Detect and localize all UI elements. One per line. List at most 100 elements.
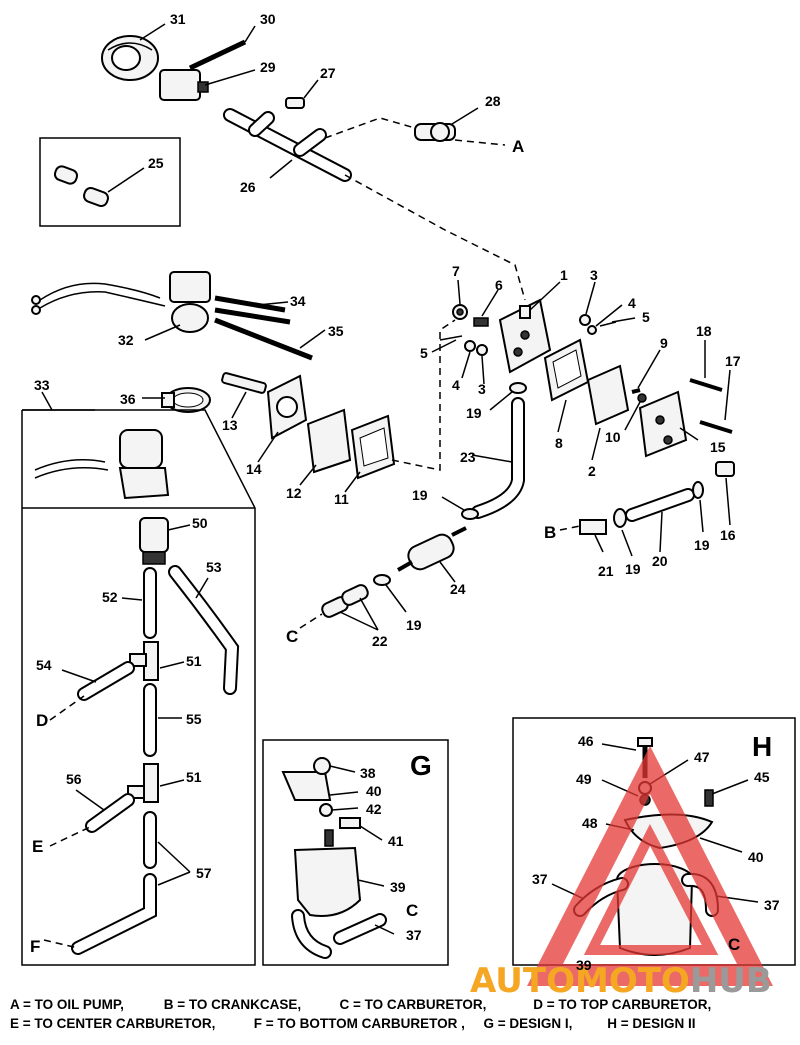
letter-f: F xyxy=(30,937,40,956)
part-19-clip-upper xyxy=(509,382,527,394)
part-17-bolt xyxy=(699,420,733,434)
callout-42: 42 xyxy=(366,801,382,817)
callout-29: 29 xyxy=(260,59,276,75)
part-33-electric-pump xyxy=(34,429,170,500)
callout-35: 35 xyxy=(328,323,344,339)
callout-51-upper: 51 xyxy=(186,653,202,669)
callout-11: 11 xyxy=(334,491,349,507)
callout-50: 50 xyxy=(192,515,208,531)
part-20-hose xyxy=(625,488,695,522)
callout-4-left: 4 xyxy=(452,377,460,393)
part-12-gasket xyxy=(306,408,352,474)
callout-36: 36 xyxy=(120,391,136,407)
legend-b: B = TO CRANKCASE, xyxy=(163,997,302,1012)
watermark-auto: AUTOMOTOHUB xyxy=(470,961,772,1001)
callout-55: 55 xyxy=(186,711,202,727)
part-54-hose xyxy=(77,661,135,701)
part-25-hose-pieces xyxy=(53,165,109,207)
letter-c-h: C xyxy=(728,935,740,954)
part-32-pump-wiring xyxy=(31,271,211,333)
legend-f: F = TO BOTTOM CARBURETOR , xyxy=(253,1016,465,1031)
callout-16: 16 xyxy=(720,527,736,543)
callout-25: 25 xyxy=(148,155,164,171)
callout-10: 10 xyxy=(605,429,621,445)
callout-5-right: 5 xyxy=(642,309,650,325)
legend-g: G = DESIGN I, xyxy=(483,1016,573,1031)
watermark-logo xyxy=(527,745,773,986)
part-29-solenoid xyxy=(159,69,209,101)
callout-19-lower: 19 xyxy=(406,617,422,633)
letter-c-g: C xyxy=(406,901,418,920)
callout-23: 23 xyxy=(460,449,476,465)
callout-19-right: 19 xyxy=(625,561,641,577)
legend-h: H = DESIGN II xyxy=(607,1016,696,1031)
legend: A = TO OIL PUMP, B = TO CRANKCASE, C = T… xyxy=(10,995,790,1033)
callout-27: 27 xyxy=(320,65,336,81)
callout-7: 7 xyxy=(452,263,460,279)
part-28-check-valve xyxy=(414,122,456,142)
legend-c: C = TO CARBURETOR, xyxy=(339,997,487,1012)
callout-3-left: 3 xyxy=(478,381,486,397)
part-50-valve xyxy=(139,517,169,565)
design-g-parts xyxy=(281,757,387,959)
callout-19-far-right: 19 xyxy=(694,537,710,553)
callout-3-top: 3 xyxy=(590,267,598,283)
part-31-ring xyxy=(101,35,159,81)
part-19-clip-lower xyxy=(373,574,391,586)
callout-22: 22 xyxy=(372,633,388,649)
callout-40-h: 40 xyxy=(748,849,764,865)
parts-3-4-5-right xyxy=(579,314,617,335)
part-30-screw xyxy=(188,39,247,71)
part-22-hose-pieces xyxy=(321,584,369,618)
part-9-screw xyxy=(631,388,641,394)
letter-b: B xyxy=(544,523,556,542)
callout-1: 1 xyxy=(560,267,568,283)
callout-5-left: 5 xyxy=(420,345,428,361)
part-6-spring xyxy=(473,317,489,327)
design-h-label: H xyxy=(752,731,772,762)
part-19-clip-right xyxy=(613,508,627,528)
callout-19-middle: 19 xyxy=(412,487,428,503)
parts-34-rods xyxy=(214,295,291,325)
legend-row-2: E = TO CENTER CARBURETOR, F = TO BOTTOM … xyxy=(10,1014,790,1033)
part-1-pump-body xyxy=(498,298,552,374)
callout-57: 57 xyxy=(196,865,212,881)
callout-37-h-left: 37 xyxy=(532,871,548,887)
legend-e: E = TO CENTER CARBURETOR, xyxy=(10,1016,216,1031)
part-10-check-valve xyxy=(637,393,647,403)
design-g-box xyxy=(262,739,449,966)
callout-32: 32 xyxy=(118,332,134,348)
part-36-clamp xyxy=(161,387,211,413)
part-24-inline-filter xyxy=(397,526,467,572)
callout-37-h-right: 37 xyxy=(764,897,780,913)
callout-39-g: 39 xyxy=(390,879,406,895)
legend-d: D = TO TOP CARBURETOR, xyxy=(533,997,712,1012)
part-25-inset-box xyxy=(39,137,181,227)
part-23-hose xyxy=(471,397,525,519)
part-19-clip-far-right xyxy=(692,481,704,499)
part-13-bracket xyxy=(221,372,267,394)
part-57-hoses xyxy=(71,811,157,955)
callout-9: 9 xyxy=(660,335,668,351)
callout-41: 41 xyxy=(388,833,404,849)
callout-20: 20 xyxy=(652,553,668,569)
callout-54: 54 xyxy=(36,657,52,673)
callout-51-lower: 51 xyxy=(186,769,202,785)
part-8-diaphragm xyxy=(543,338,590,402)
part-7-washer xyxy=(452,304,468,320)
letter-d: D xyxy=(36,711,48,730)
part-2-gasket xyxy=(586,364,630,426)
callout-14: 14 xyxy=(246,461,262,477)
part-26-hose-tee xyxy=(223,108,352,182)
letter-e: E xyxy=(32,837,43,856)
callout-8: 8 xyxy=(555,435,563,451)
callout-46: 46 xyxy=(578,733,594,749)
callout-30: 30 xyxy=(260,11,276,27)
part-16-elbow xyxy=(715,461,735,477)
callout-47: 47 xyxy=(694,749,710,765)
callout-40-g: 40 xyxy=(366,783,382,799)
callout-37-g: 37 xyxy=(406,927,422,943)
part-51-tee-upper xyxy=(129,641,159,681)
callout-31: 31 xyxy=(170,11,186,27)
